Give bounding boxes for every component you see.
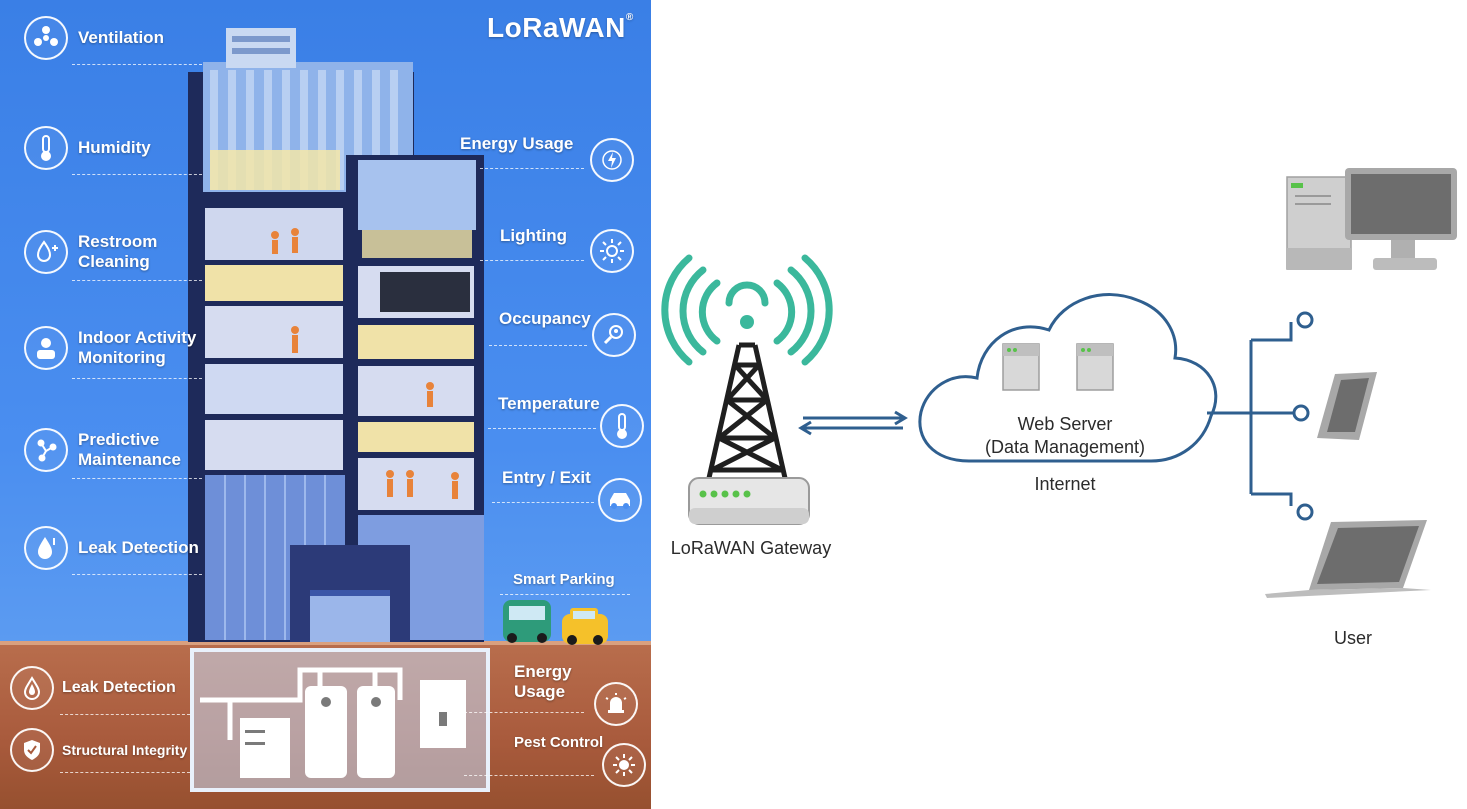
- divider: [492, 502, 594, 503]
- person-icon: [24, 326, 68, 370]
- server-icon: [1002, 343, 1040, 391]
- feature-label: Restroom Cleaning: [78, 232, 158, 271]
- bug-icon: [602, 743, 646, 787]
- desktop-computer-icon: [1286, 168, 1457, 270]
- alarm-light-icon: [594, 682, 638, 726]
- feature-label: Indoor Activity Monitoring: [78, 328, 197, 367]
- divider: [488, 428, 596, 429]
- feature-restroom-cleaning: Restroom Cleaning: [24, 230, 202, 281]
- car-green: [503, 600, 551, 643]
- divider: [60, 714, 190, 715]
- tower-icon: [706, 342, 788, 479]
- divider: [72, 280, 202, 281]
- divider: [480, 260, 584, 261]
- basement-leak-detection: Leak Detection: [10, 666, 190, 715]
- logo-text: LoRaWAN: [487, 12, 626, 43]
- drop-icon: [10, 666, 54, 710]
- feature-label: Temperature: [498, 394, 600, 413]
- feature-label: Pest Control: [514, 734, 604, 751]
- feature-label: Energy Usage: [514, 662, 572, 701]
- search-person-icon: [592, 313, 636, 357]
- feature-leak-detection: Leak Detection: [24, 526, 202, 575]
- cloud-label: Internet: [1034, 474, 1096, 494]
- nodes-icon: [24, 428, 68, 472]
- fan-icon: [24, 16, 68, 60]
- water-drop-plus-icon: [24, 230, 68, 274]
- connection-node: [1292, 404, 1310, 422]
- tablet-icon: [1317, 372, 1377, 440]
- feature-label: Energy Usage: [460, 134, 574, 153]
- smart-building-illustration: LoRaWAN® Ventilation Humidity Restroom C…: [0, 0, 651, 809]
- signal-source-dot: [740, 315, 754, 329]
- divider: [72, 478, 202, 479]
- feature-indoor-activity-monitoring: Indoor Activity Monitoring: [24, 326, 208, 379]
- divider: [464, 712, 584, 713]
- divider: [464, 775, 594, 776]
- thermometer-icon: [600, 404, 644, 448]
- basement-structural-integrity: Structural Integrity: [10, 728, 190, 773]
- divider: [489, 345, 587, 346]
- feature-label: Predictive Maintenance: [78, 430, 181, 469]
- feature-ventilation: Ventilation: [24, 16, 202, 65]
- car-yellow: [562, 608, 608, 645]
- divider: [72, 174, 202, 175]
- divider: [72, 574, 202, 575]
- feature-predictive-maintenance: Predictive Maintenance: [24, 428, 202, 479]
- network-diagram-graphics: [661, 168, 1457, 598]
- smart-parking-label: Smart Parking: [513, 571, 615, 588]
- feature-label: Leak Detection: [78, 538, 199, 557]
- connection-node: [1296, 311, 1314, 329]
- sun-icon: [590, 229, 634, 273]
- connection-node: [1296, 503, 1314, 521]
- gateway-box-icon: [688, 477, 810, 525]
- divider: [60, 772, 190, 773]
- feature-label: Lighting: [500, 226, 568, 245]
- ground-line: [0, 641, 651, 647]
- divider: [500, 594, 630, 595]
- connection-lines: [1207, 322, 1297, 506]
- laptop-icon: [1265, 520, 1431, 598]
- feature-label: Leak Detection: [62, 679, 176, 696]
- divider: [72, 378, 202, 379]
- bidirectional-arrow-icon: [798, 410, 908, 436]
- car-icon: [598, 478, 642, 522]
- server-icon: [1076, 343, 1114, 391]
- gateway-label: LoRaWAN Gateway: [670, 538, 832, 558]
- lorawan-logo: LoRaWAN®: [487, 12, 634, 43]
- building-scene: [188, 28, 608, 792]
- feature-label: Ventilation: [78, 28, 164, 47]
- divider: [480, 168, 584, 169]
- server-label: Web Server: [1017, 414, 1113, 434]
- network-diagram: LoRaWAN Gateway Web Server (Data Managem…: [651, 0, 1467, 809]
- feature-label: Occupancy: [499, 309, 591, 328]
- shield-icon: [10, 728, 54, 772]
- server-sublabel: (Data Management): [984, 437, 1146, 457]
- feature-humidity: Humidity: [24, 126, 202, 175]
- thermometer-icon: [24, 126, 68, 170]
- divider: [72, 64, 202, 65]
- drop-icon: [24, 526, 68, 570]
- signal-waves-icon: [661, 254, 833, 366]
- feature-label: Entry / Exit: [502, 468, 591, 487]
- user-label: User: [1333, 628, 1372, 648]
- feature-label: Humidity: [78, 138, 151, 157]
- bolt-icon: [590, 138, 634, 182]
- feature-label: Structural Integrity: [62, 742, 188, 758]
